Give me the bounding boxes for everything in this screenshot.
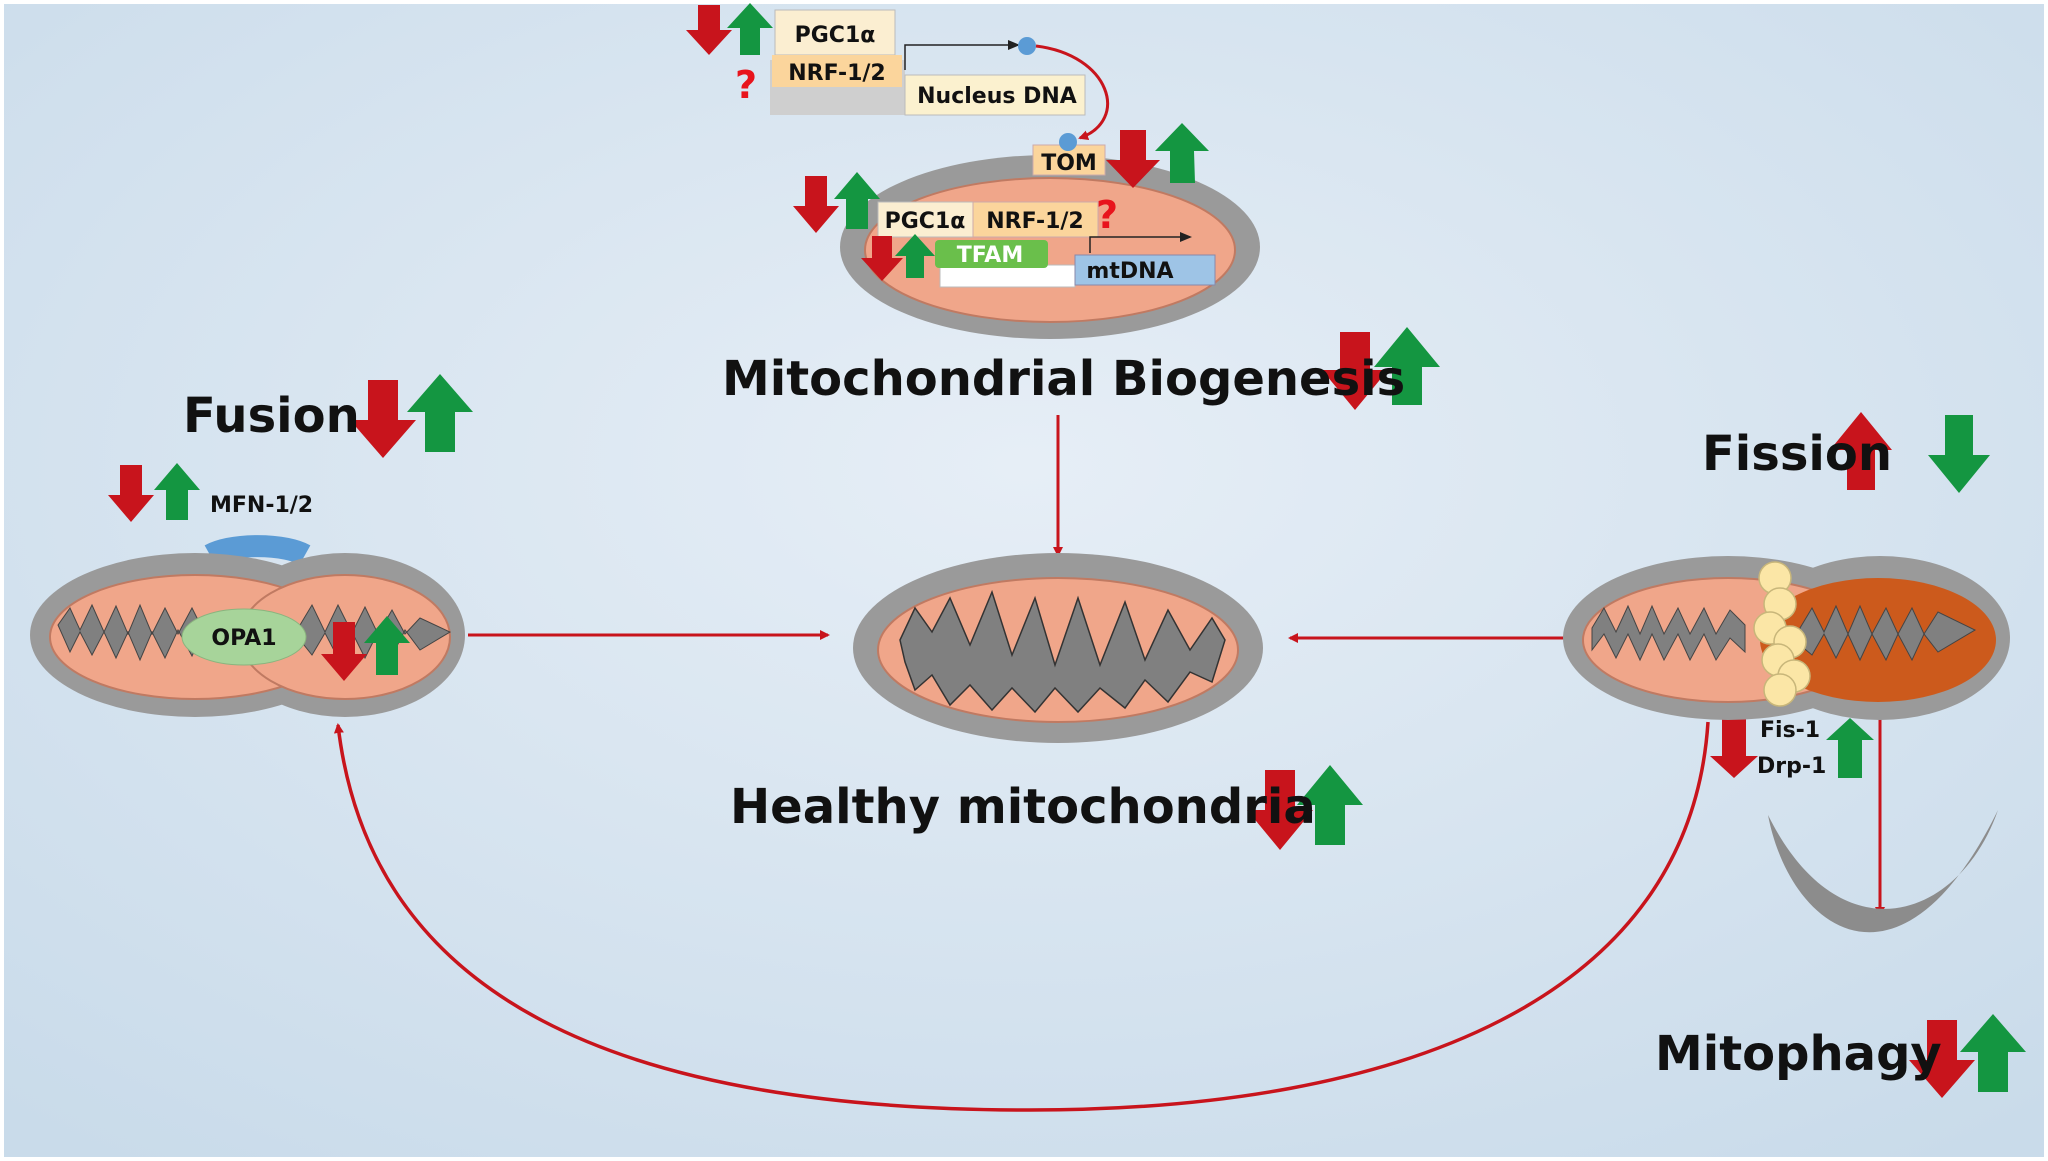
arrow-up-icon [727,3,773,55]
arrow-down-icon [108,465,154,522]
question-mark-top: ? [735,63,757,107]
healthy-mitochondrion [853,553,1263,743]
healthy-mitochondria-label: Healthy mitochondria [730,779,1316,835]
arrow-down-icon [1928,415,1990,493]
arrow-up-icon [364,616,410,675]
arrow-down-icon [1106,130,1160,188]
regulation-arrows-opa1 [321,616,410,681]
fusion-label: Fusion [183,388,360,444]
biogenesis-mitochondrion: TOM PGC1α NRF-1/2 ? TFAM mtDNA [840,133,1260,339]
arrow-up-icon [1374,327,1440,405]
nucleus-panel: PGC1α NRF-1/2 Nucleus DNA ? [735,9,1110,140]
nrf-top-label: NRF-1/2 [788,61,886,86]
fission-label: Fission [1702,426,1892,482]
arrow-down-icon [321,622,367,681]
regulation-arrows-tfam [861,234,935,281]
arrow-down-icon [1322,332,1388,410]
drp1-label: Drp-1 [1757,754,1826,779]
tfam-label: TFAM [957,243,1023,268]
mitophagy-label: Mitophagy [1655,1026,1942,1082]
arrow-up-icon [895,234,935,278]
arrow-down-icon [350,380,416,458]
regulation-arrows-fusion [350,374,473,458]
tom-label: TOM [1041,151,1097,176]
arrow-up-icon [1826,718,1874,778]
regulation-arrows-fis-drp [1710,718,1874,778]
arrow-down-icon [1710,718,1758,778]
mfn-label: MFN-1/2 [210,493,313,518]
drp1-beads [1753,561,1811,707]
fis1-label: Fis-1 [1760,718,1820,743]
arrow-down-icon [793,176,839,233]
autophagosome-crescent [1768,810,1998,933]
regulation-arrows-mfn [108,463,200,522]
regulation-arrows-pgc-mito [793,172,880,233]
arrow-up-icon [1297,765,1363,845]
regulation-arrows-healthy [1247,765,1363,850]
opa1-label: OPA1 [211,626,276,651]
pgc1a-mito-label: PGC1α [885,209,966,234]
arrow-up-icon [1830,412,1892,490]
question-mark-mito: ? [1096,193,1118,237]
regulation-arrows-nucleus [686,3,773,55]
flow-arrow-fission-to-fusion-loop [333,721,1710,1112]
opa1-protein [181,608,307,666]
arrow-down-icon [1909,1020,1975,1098]
arrow-down-icon [861,236,903,281]
arrow-up-icon [834,172,880,229]
fission-mitochondria: Fis-1 Drp-1 [1563,556,2010,779]
mitochondrial-biogenesis-label: Mitochondrial Biogenesis [722,351,1405,407]
regulation-arrows-tom [1106,123,1209,188]
arrow-up-icon [1960,1014,2026,1092]
arrow-down-icon [686,5,732,55]
arrow-up-icon [154,463,200,520]
arrow-up-icon [1155,123,1209,183]
protein-dot-top [1018,37,1036,55]
regulation-arrows-mitophagy [1909,1014,2026,1098]
nrf-mito-label: NRF-1/2 [986,209,1084,234]
pgc1a-top-label: PGC1α [795,23,876,48]
arrow-down-icon [1247,770,1313,850]
regulation-arrows-fission [1830,412,1990,493]
mfn-tether [204,535,311,565]
regulation-arrows-biogenesis [1322,327,1440,410]
arrow-up-icon [407,374,473,452]
import-arrow [1035,44,1110,140]
nucleus-dna-label: Nucleus DNA [917,84,1077,109]
mtdna-label: mtDNA [1086,259,1173,284]
protein-dot-tom [1059,133,1077,151]
